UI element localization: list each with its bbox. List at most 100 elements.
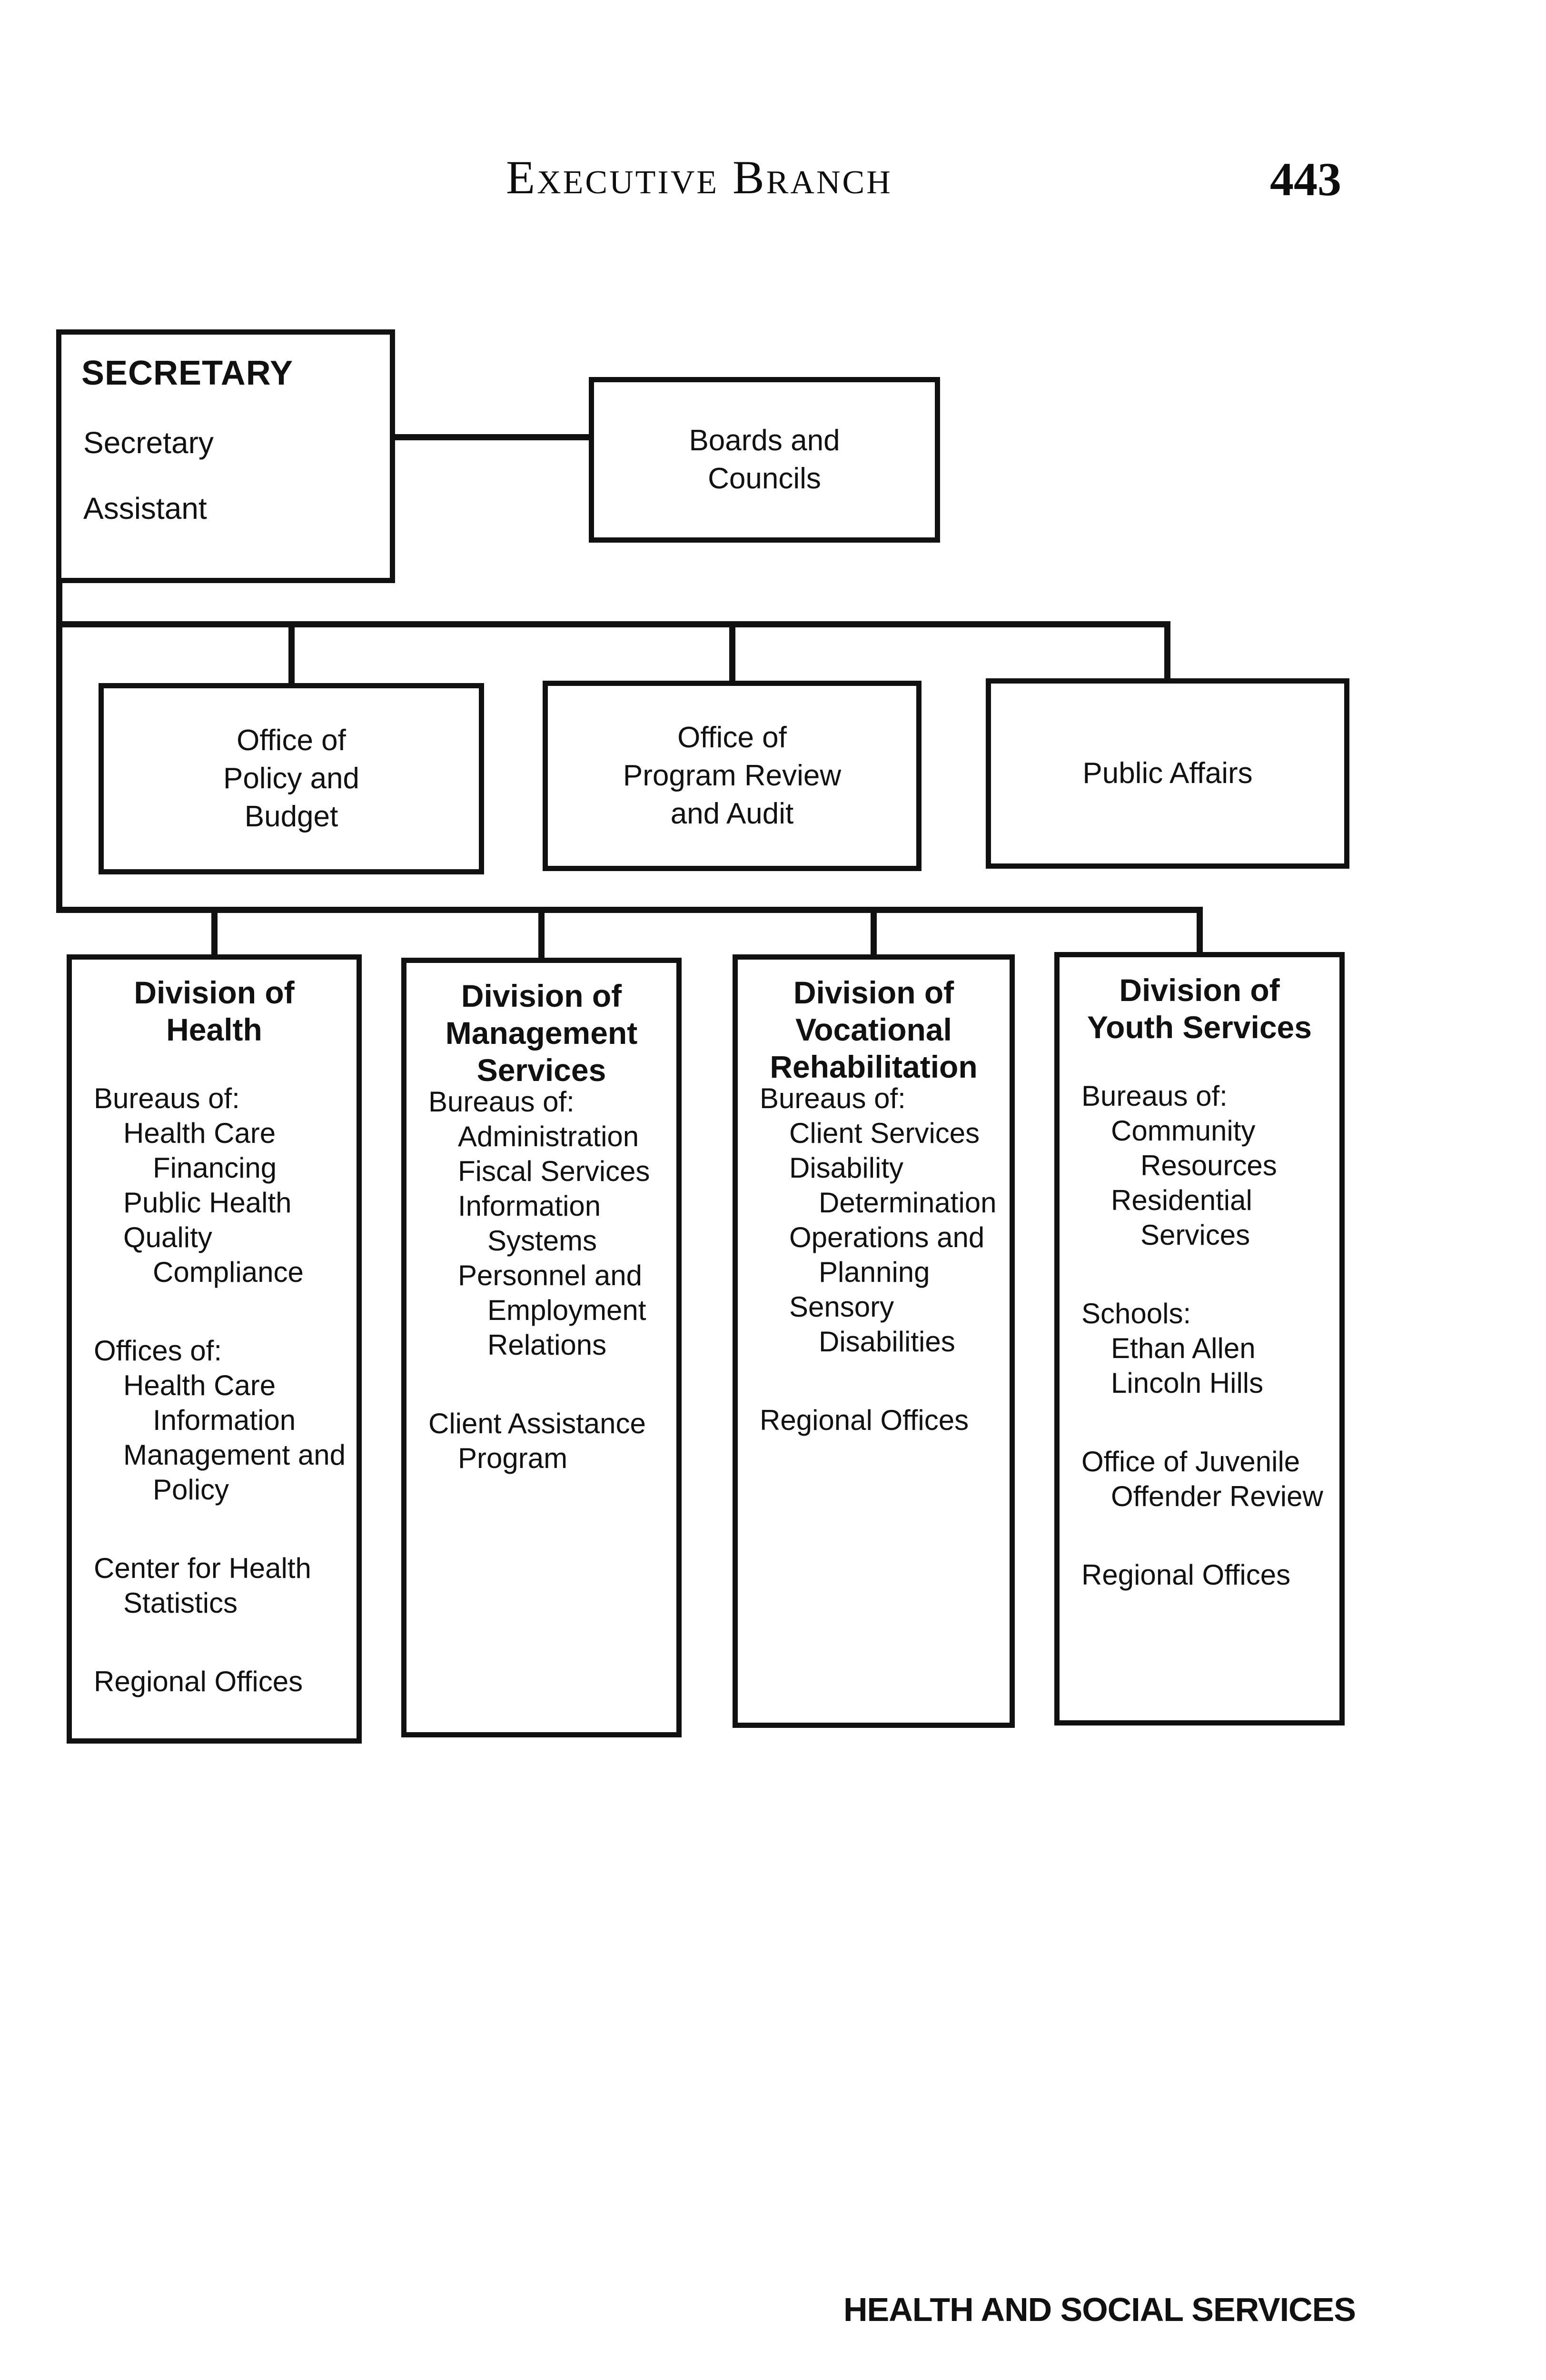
division-line: Operations and [789,1221,985,1253]
division-line: Client Assistance [428,1408,646,1439]
connector-drop-public [1164,621,1170,681]
public-affairs-box: Public Affairs [986,678,1349,869]
division-line: Schools: [1081,1298,1191,1329]
connector-drop-management [538,907,545,962]
office-program-review-box: Office of Program Review and Audit [543,681,922,871]
connector-drop-vocational [871,907,877,958]
division-line: Bureaus of: [428,1086,575,1118]
division-line: Determination [819,1187,997,1219]
division-line: Resources [1140,1150,1277,1181]
division-line: Disabilities [819,1326,955,1358]
division-line: Sensory [789,1291,894,1323]
division-line: Systems [487,1225,597,1257]
division-line: Quality [123,1221,212,1253]
division-title-line: Division of [461,978,622,1013]
division-line: Planning [819,1256,930,1288]
division-line: Health Care [123,1117,276,1149]
connector-divisions-rail [56,907,1203,913]
division-line: Fiscal Services [458,1155,650,1187]
division-line: Center for Health [94,1552,311,1584]
division-line: Financing [153,1152,277,1184]
division-line: Bureaus of: [1081,1080,1228,1112]
division-line: Ethan Allen [1111,1332,1256,1364]
division-title-line: Division of [134,975,295,1010]
division-line: Administration [458,1121,639,1152]
division-line: Public Health [123,1187,292,1219]
division-line: Information [153,1404,296,1436]
division-group: Regional Offices [760,1403,1005,1438]
division-title-line: Vocational [795,1012,952,1047]
division-title-line: Health [166,1012,262,1047]
box-line: Program Review [623,759,842,792]
division-line: Regional Offices [760,1404,969,1436]
division-line: Offender Review [1111,1480,1323,1512]
division-group: Regional Offices [1081,1557,1335,1592]
box-line: and Audit [670,797,794,830]
division-line: Disability [789,1152,904,1184]
division-title-line: Rehabilitation [770,1049,978,1084]
connector-drop-program [729,621,735,684]
chapter-footer-label: HEALTH AND SOCIAL SERVICES [843,2291,1356,2328]
division-line: Regional Offices [94,1666,303,1697]
division-line: Management and [123,1439,346,1471]
connector-drop-health [211,907,218,958]
division-line: Bureaus of: [94,1082,240,1114]
division-line: Regional Offices [1081,1559,1291,1591]
division-title-line: Division of [793,975,954,1010]
box-line: Budget [244,800,338,833]
box-line: Public Affairs [1082,757,1253,790]
connector-offices-rail [56,621,1170,627]
box-line: Office of [237,724,346,757]
division-title-line: Management [445,1015,638,1051]
connector-drop-policy [288,621,295,686]
division-title-line: Services [476,1052,606,1088]
division-line: Services [1140,1219,1250,1251]
division-line: Relations [487,1329,607,1361]
secretary-box-title: SECRETARY [81,354,294,392]
division-line: Offices of: [94,1335,222,1367]
division-line: Community [1111,1115,1256,1147]
division-line: Employment [487,1294,646,1326]
secretary-box-line: Secretary [83,426,214,460]
page-title: Executive Branch [506,151,892,204]
division-line: Information [458,1190,601,1222]
division-line: Bureaus of: [760,1082,906,1114]
division-title-line: Youth Services [1087,1010,1312,1045]
division-line: Policy [153,1474,229,1506]
division-line: Personnel and [458,1259,642,1291]
division-line: Residential [1111,1184,1252,1216]
box-line: Office of [677,721,787,754]
connector-secretary-to-boards [395,434,589,440]
secretary-box: SECRETARY Secretary Assistant [56,329,395,583]
division-line: Compliance [153,1256,304,1288]
box-line: Councils [708,462,821,495]
division-group: Regional Offices [94,1664,352,1699]
box-line: Policy and [223,762,360,795]
division-line: Statistics [123,1587,238,1619]
division-line: Health Care [123,1369,276,1401]
division-title-line: Division of [1119,972,1280,1008]
division-line: Program [458,1442,568,1474]
